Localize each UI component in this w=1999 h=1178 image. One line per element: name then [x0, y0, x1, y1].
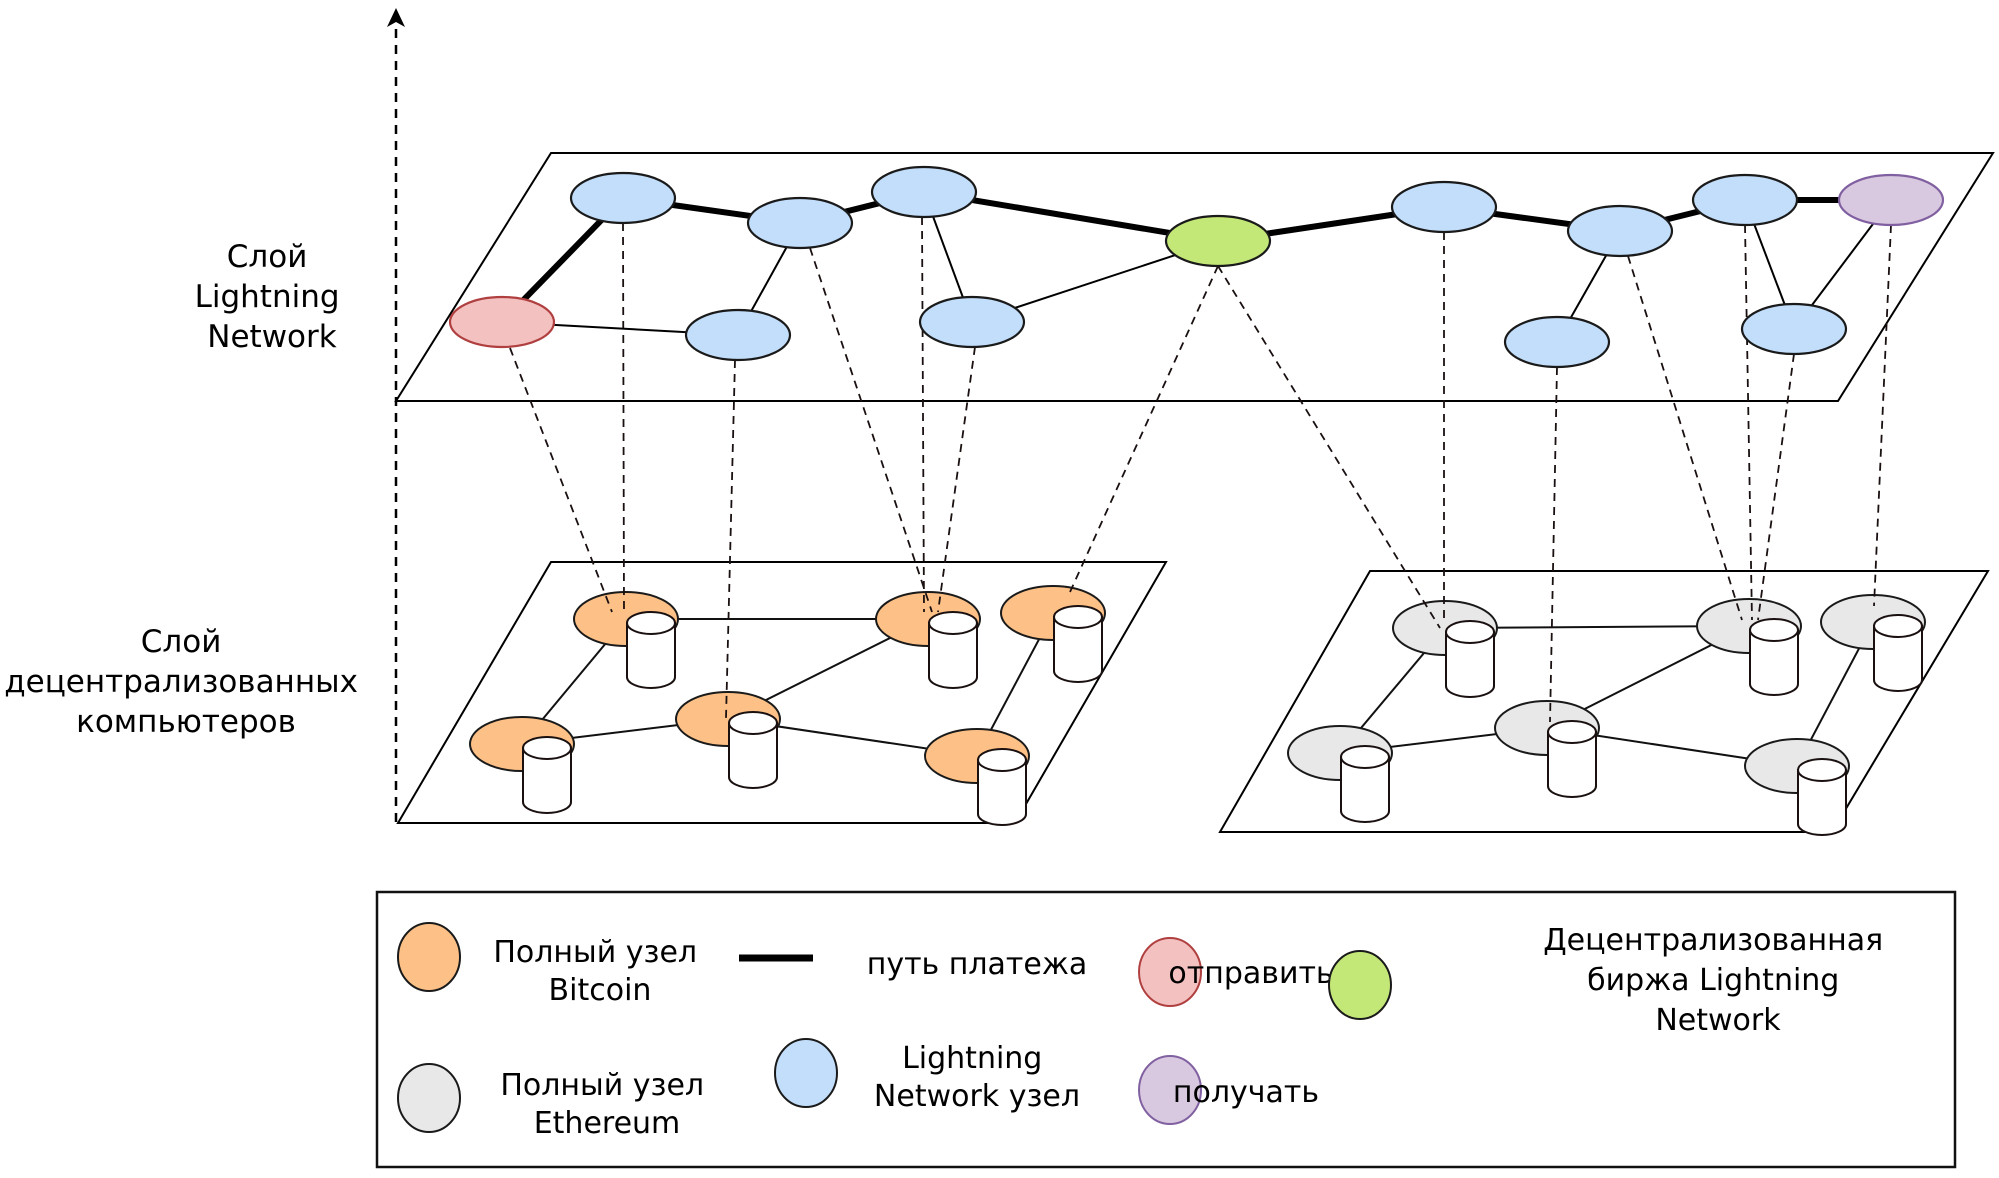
bitcoin-full-node [875, 591, 981, 689]
legend-lightning-node-label: Lightning Network узел [874, 1041, 1080, 1114]
lightning-node [1566, 204, 1674, 258]
node-mapping-line [622, 222, 625, 613]
database-icon [1053, 605, 1103, 683]
node-mapping-line [921, 216, 925, 613]
legend: Полный узел Bitcoin путь платежа отправи… [375, 890, 1957, 1169]
database-icon [977, 748, 1027, 826]
legend-text-line: биржа Lightning [1587, 963, 1839, 998]
legend-text-line: Полный узел [500, 1068, 704, 1103]
node-mapping-line [1873, 224, 1892, 607]
lightning-layer-label-line: Network [207, 319, 336, 355]
lightning-nodes [448, 165, 1945, 369]
bitcoin-full-node [469, 716, 575, 814]
ethereum-full-node [1287, 725, 1393, 823]
lightning-node [746, 196, 854, 250]
ethereum-full-node [1744, 738, 1850, 836]
node-mapping-line [937, 346, 976, 613]
legend-exchange-label: Децентрализованная биржа Lightning Netwo… [1543, 923, 1893, 1038]
lightning-node [1740, 302, 1848, 356]
ethereum-full-node [1392, 600, 1498, 698]
lightning-node [918, 295, 1026, 349]
legend-text-line: путь платежа [867, 947, 1088, 982]
database-icon [1340, 745, 1390, 823]
axis-arrow-icon [387, 8, 405, 27]
legend-ethereum-node-swatch [397, 1063, 461, 1133]
ethereum-full-node [1494, 700, 1600, 798]
legend-payment-path-label: путь платежа [867, 947, 1088, 982]
node-mapping-line [1069, 265, 1219, 593]
database-icon [928, 611, 978, 689]
legend-text-line: Network [1655, 1003, 1781, 1038]
legend-text-line: Bitcoin [549, 973, 652, 1008]
database-icon [1873, 614, 1923, 692]
exchange-node [1164, 214, 1272, 268]
node-mapping-line [509, 347, 613, 613]
legend-receive-swatch [1138, 1055, 1202, 1125]
database-icon [522, 736, 572, 814]
node-mapping-line [1757, 353, 1795, 621]
database-icon [626, 611, 676, 689]
legend-bitcoin-node-label: Полный узел Bitcoin [493, 935, 706, 1008]
receiver-node [1837, 173, 1945, 227]
computers-layer-label-line: компьютеров [76, 704, 296, 740]
computers-layer-label: Слой децентрализованных компьютеров [4, 624, 368, 740]
node-mapping-line [1217, 265, 1441, 629]
legend-bitcoin-node-swatch [397, 922, 461, 992]
node-mapping-line [1549, 366, 1558, 723]
node-mapping-line [1627, 255, 1743, 621]
lightning-node [1390, 180, 1498, 234]
legend-receive-label: получать [1173, 1075, 1319, 1110]
legend-lightning-node-swatch [774, 1038, 838, 1108]
lightning-node [684, 308, 792, 362]
bitcoin-full-node [675, 691, 781, 789]
legend-text-line: Децентрализованная [1543, 923, 1883, 958]
legend-text-line: Network узел [874, 1079, 1080, 1114]
node-mapping-lines [509, 216, 1892, 723]
legend-exchange-swatch [1328, 950, 1392, 1020]
lightning-node [870, 165, 978, 219]
node-mapping-line [809, 247, 933, 613]
legend-text-line: получать [1173, 1075, 1319, 1110]
legend-text-line: Полный узел [493, 935, 697, 970]
database-icon [728, 711, 778, 789]
database-icon [1547, 720, 1597, 798]
legend-send-swatch [1138, 937, 1202, 1007]
lower-layer-nodes [469, 585, 1926, 836]
lightning-node [569, 171, 677, 225]
node-mapping-line [1744, 224, 1753, 621]
legend-text-line: Lightning [902, 1041, 1042, 1076]
lightning-layer-label: Слой Lightning Network [195, 239, 350, 355]
bitcoin-full-node [1000, 585, 1106, 683]
lightning-node [1691, 173, 1799, 227]
lightning-layer-label-line: Lightning [195, 279, 340, 315]
lightning-layer-label-line: Слой [227, 239, 308, 275]
bitcoin-full-node [573, 591, 679, 689]
sender-node [448, 295, 556, 349]
ethereum-full-node [1696, 598, 1802, 696]
legend-ethereum-node-label: Полный узел Ethereum [500, 1068, 713, 1141]
legend-send-label: отправить [1168, 956, 1333, 991]
lightning-node [1503, 315, 1611, 369]
computers-layer-label-line: децентрализованных [4, 664, 358, 700]
database-icon [1445, 620, 1495, 698]
vertical-axis [387, 8, 405, 822]
legend-text-line: отправить [1168, 956, 1333, 991]
ethereum-full-node [1820, 594, 1926, 692]
database-icon [1797, 758, 1847, 836]
bitcoin-full-node [924, 728, 1030, 826]
database-icon [1749, 618, 1799, 696]
legend-text-line: Ethereum [534, 1106, 681, 1141]
node-mapping-line [725, 359, 736, 719]
computers-layer-label-line: Слой [141, 624, 222, 660]
